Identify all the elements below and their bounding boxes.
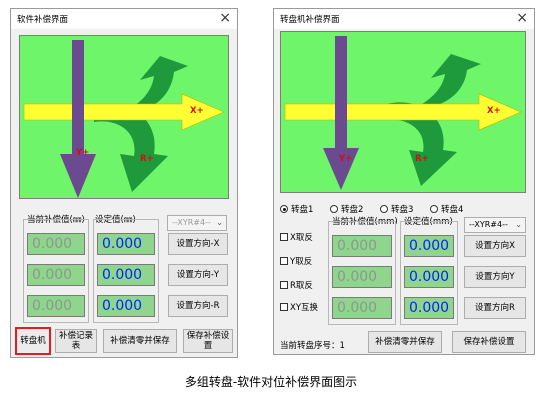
swap-xy-checkbox[interactable]: XY互换: [280, 301, 318, 313]
y-arrow-shape: [60, 40, 96, 198]
set-direction-y-button[interactable]: 设置方向-Y: [168, 264, 228, 286]
x-arrow-shape: [23, 93, 225, 131]
invert-y-checkbox[interactable]: Y取反: [280, 255, 312, 267]
x-arrow-shape: [284, 93, 522, 131]
checkbox-unchecked-icon: [280, 233, 288, 241]
axis-combo-value: --XYR#4--: [469, 220, 508, 229]
axis-combo[interactable]: --XYR#4-- ⌄: [464, 217, 526, 233]
current-values-group: [23, 219, 89, 323]
radio-label: 转盘1: [291, 205, 314, 215]
x-axis-label: X+: [487, 106, 501, 116]
set-y-input[interactable]: 0.000: [404, 266, 454, 288]
invert-r-checkbox[interactable]: R取反: [280, 279, 313, 291]
current-turntable-status: 当前转盘序号：1: [280, 341, 345, 351]
invert-x-checkbox[interactable]: X取反: [280, 231, 313, 243]
radio-checked-icon: [280, 205, 288, 213]
current-r-value: 0.000: [27, 295, 85, 317]
axis-combo-value: --XYR#4--: [172, 218, 211, 227]
y-arrow-shape: [323, 36, 359, 190]
set-y-input[interactable]: 0.000: [97, 264, 155, 286]
checkbox-label: R取反: [290, 281, 313, 291]
r-arrow-lower: [94, 104, 168, 192]
current-values-group: [328, 221, 396, 325]
r-axis-label: R+: [415, 154, 429, 164]
axis-combo[interactable]: --XYR#4-- ⌄: [167, 215, 227, 231]
chevron-down-icon: ⌄: [216, 218, 223, 227]
close-icon[interactable]: ×: [219, 10, 231, 26]
clear-and-save-button[interactable]: 补偿清零并保存: [368, 331, 442, 353]
y-axis-label: Y+: [339, 154, 353, 164]
radio-unchecked-icon: [380, 205, 388, 213]
r-arrow-shape: [415, 54, 481, 109]
set-direction-x-button[interactable]: 设置方向X: [464, 235, 526, 257]
title-bar: 转盘机补偿界面 ×: [274, 9, 534, 29]
turntable-1-radio[interactable]: 转盘1: [280, 203, 313, 215]
set-r-input[interactable]: 0.000: [97, 295, 155, 317]
set-values-group: [93, 219, 159, 323]
current-y-value: 0.000: [332, 266, 392, 288]
direction-diagram: X+ Y+ R+: [280, 31, 526, 193]
turntable-3-radio[interactable]: 转盘3: [380, 203, 413, 215]
x-axis-label: X+: [190, 106, 204, 116]
save-settings-button[interactable]: 保存补偿设置: [452, 331, 526, 353]
radio-label: 转盘3: [391, 205, 414, 215]
checkbox-unchecked-icon: [280, 257, 288, 265]
r-arrow-lower: [381, 102, 457, 186]
direction-diagram: X+ Y+ R+: [19, 35, 229, 199]
set-value-header: 设定值(mm): [404, 217, 453, 227]
compensation-log-button[interactable]: 补偿记录 表: [55, 329, 97, 353]
checkbox-label: Y取反: [290, 257, 313, 267]
y-axis-label: Y+: [76, 148, 90, 158]
figure-caption: 多组转盘-软件对位补偿界面图示: [184, 375, 358, 389]
radio-unchecked-icon: [430, 205, 438, 213]
turntable-button[interactable]: 转盘机: [15, 327, 51, 355]
turntable-4-radio[interactable]: 转盘4: [430, 203, 463, 215]
chevron-down-icon: ⌄: [515, 220, 522, 229]
set-direction-r-button[interactable]: 设置方向R: [464, 297, 526, 319]
set-direction-y-button[interactable]: 设置方向Y: [464, 266, 526, 288]
current-x-value: 0.000: [332, 235, 392, 257]
set-x-input[interactable]: 0.000: [97, 233, 155, 255]
current-value-header: 当前补偿值(㎜): [27, 215, 85, 225]
direction-diagram-svg: [284, 36, 522, 190]
save-settings-button[interactable]: 保存补偿设 置: [183, 329, 233, 353]
title-bar: 软件补偿界面 ×: [11, 9, 237, 29]
turntable-2-radio[interactable]: 转盘2: [330, 203, 363, 215]
checkbox-unchecked-icon: [280, 281, 288, 289]
set-direction-x-button[interactable]: 设置方向-X: [168, 233, 228, 255]
radio-label: 转盘4: [441, 205, 464, 215]
clear-and-save-button[interactable]: 补偿清零并保存: [103, 329, 177, 353]
close-icon[interactable]: ×: [516, 10, 528, 26]
compensation-window-right: 转盘机补偿界面 × X+ Y+ R+ 转盘1 转盘2 转盘3 转盘4 X取反 Y…: [273, 8, 535, 355]
set-x-input[interactable]: 0.000: [404, 235, 454, 257]
current-value-header: 当前补偿值(mm): [332, 217, 398, 227]
direction-diagram-svg: [23, 40, 225, 198]
set-values-group: [400, 221, 458, 325]
window-title: 转盘机补偿界面: [280, 15, 340, 25]
radio-label: 转盘2: [341, 205, 364, 215]
current-x-value: 0.000: [27, 233, 85, 255]
window-title: 软件补偿界面: [17, 15, 69, 25]
checkbox-unchecked-icon: [280, 303, 288, 311]
r-arrow-shape: [124, 56, 188, 113]
r-axis-label: R+: [140, 154, 154, 164]
current-y-value: 0.000: [27, 264, 85, 286]
set-direction-r-button[interactable]: 设置方向-R: [168, 295, 228, 317]
set-value-header: 设定值(㎜): [95, 215, 136, 225]
set-r-input[interactable]: 0.000: [404, 297, 454, 319]
current-r-value: 0.000: [332, 297, 392, 319]
compensation-window-left: 软件补偿界面 × X+ Y+ R+ 当前补偿值(㎜) 设定值(㎜) --XYR#…: [10, 8, 238, 358]
checkbox-label: X取反: [290, 233, 313, 243]
radio-unchecked-icon: [330, 205, 338, 213]
checkbox-label: XY互换: [290, 303, 319, 313]
